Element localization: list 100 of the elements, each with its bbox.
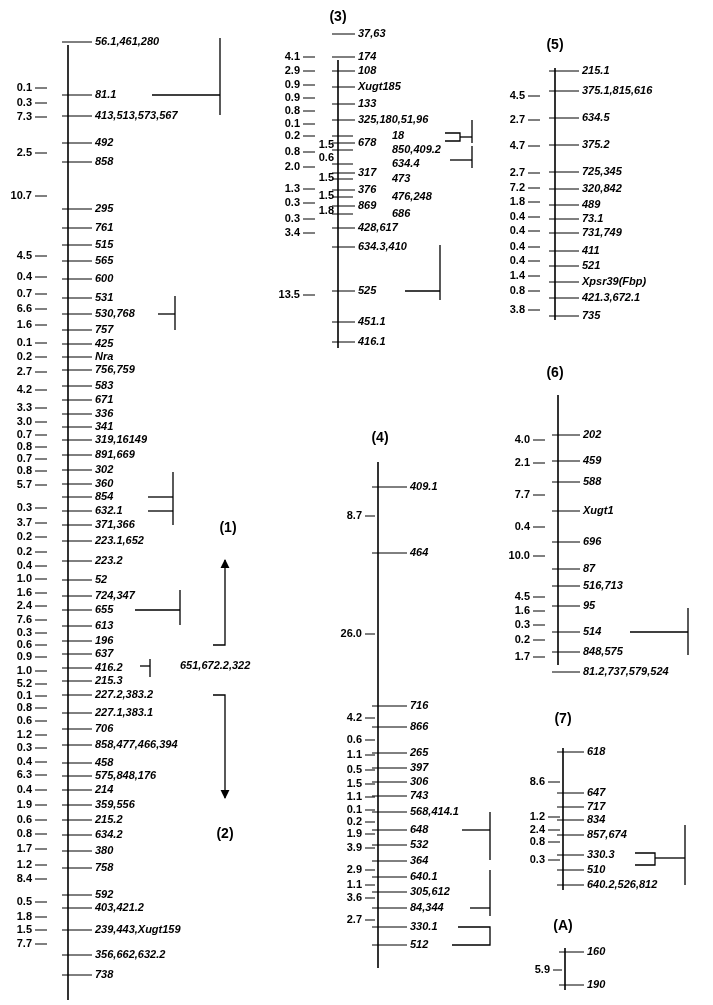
- marker-label: 866: [410, 720, 429, 733]
- distance-label: 0.3: [16, 501, 32, 514]
- marker-label: 409.1: [410, 480, 438, 493]
- distance-label: 0.2: [16, 350, 32, 363]
- distance-label: 7.7: [16, 937, 32, 950]
- distance-label: 3.7: [16, 516, 32, 529]
- distance-label: 0.6: [318, 151, 334, 164]
- marker-label: 227.2,383.2: [95, 688, 154, 701]
- distance-label: 0.9: [284, 91, 300, 104]
- marker-label: Xpsr39(Fbp): [582, 275, 647, 288]
- marker-label: 858,477,466,394: [95, 738, 178, 751]
- distance-label: 0.4: [16, 270, 32, 283]
- marker-label: 588: [583, 475, 602, 488]
- marker-label: 869: [358, 199, 377, 212]
- distance-label: 2.7: [509, 113, 525, 126]
- distance-label: 3.8: [509, 303, 525, 316]
- marker-label: 848,575: [583, 645, 623, 658]
- marker-label: 634.3,410: [358, 240, 407, 253]
- marker-label: 473: [392, 172, 411, 185]
- marker-label: 891,669: [95, 448, 135, 461]
- marker-label: 215.3: [95, 674, 123, 687]
- marker-label: 223.1,652: [95, 534, 144, 547]
- distance-label: 6.3: [16, 768, 32, 781]
- distance-label: 0.8: [284, 104, 300, 117]
- marker-label: 375.1,815,616: [582, 84, 653, 97]
- distance-label: 1.5: [16, 923, 32, 936]
- marker-label: 648: [410, 823, 429, 836]
- distance-label: 4.1: [284, 50, 300, 63]
- distance-label: 7.2: [509, 181, 525, 194]
- marker-label: 428,617: [358, 221, 398, 234]
- distance-label: 1.1: [346, 748, 362, 761]
- distance-label: 4.5: [514, 590, 530, 603]
- distance-label: 8.7: [346, 509, 362, 522]
- marker-label: Xugt1: [583, 504, 614, 517]
- distance-label: 1.5: [318, 171, 334, 184]
- bracket-label: 651,672.2,322: [180, 659, 251, 672]
- distance-label: 0.7: [16, 287, 32, 300]
- marker-label: 756,759: [95, 363, 135, 376]
- distance-label: 1.2: [529, 810, 545, 823]
- distance-label: 3.6: [346, 891, 362, 904]
- marker-label: 356,662,632.2: [95, 948, 166, 961]
- marker-label: 425: [95, 337, 114, 350]
- marker-label: 416.1: [358, 335, 386, 348]
- distance-label: 0.6: [16, 714, 32, 727]
- marker-label: 330.1: [410, 920, 438, 933]
- marker-label: 512: [410, 938, 429, 951]
- marker-label: 317: [358, 166, 377, 179]
- distance-label: 0.2: [284, 129, 300, 142]
- marker-label: 671: [95, 393, 114, 406]
- distance-label: 1.5: [318, 138, 334, 151]
- marker-label: 336: [95, 407, 114, 420]
- chromosome-label: (4): [371, 429, 389, 445]
- distance-label: 0.3: [16, 741, 32, 754]
- marker-label: 403,421.2: [95, 901, 144, 914]
- distance-label: 2.7: [346, 913, 362, 926]
- marker-label: 81.2,737,579,524: [583, 665, 669, 678]
- marker-label: 108: [358, 64, 377, 77]
- distance-label: 0.4: [514, 520, 530, 533]
- distance-label: 0.3: [16, 96, 32, 109]
- distance-label: 0.3: [529, 853, 545, 866]
- marker-label: 632.1: [95, 504, 123, 517]
- marker-label: 160: [587, 945, 606, 958]
- marker-label: 532: [410, 838, 429, 851]
- marker-label: 634.2: [95, 828, 123, 841]
- distance-label: 1.2: [16, 728, 32, 741]
- marker-label: 37,63: [358, 27, 386, 40]
- marker-label: 717: [587, 800, 606, 813]
- marker-label: 227.1,383.1: [95, 706, 154, 719]
- marker-label: 761: [95, 221, 114, 234]
- distance-label: 0.2: [346, 815, 362, 828]
- distance-label: 0.4: [509, 240, 525, 253]
- distance-label: 2.7: [16, 365, 32, 378]
- distance-label: 0.8: [284, 145, 300, 158]
- distance-label: 0.4: [509, 224, 525, 237]
- marker-label: 421.3,672.1: [582, 291, 641, 304]
- distance-label: 5.7: [16, 478, 32, 491]
- distance-label: 1.2: [16, 858, 32, 871]
- distance-label: 8.4: [16, 872, 32, 885]
- marker-label: 371,366: [95, 518, 135, 531]
- marker-label: 306: [410, 775, 429, 788]
- marker-label: 215.2: [95, 813, 123, 826]
- marker-label: 305,612: [410, 885, 450, 898]
- marker-label: 84,344: [410, 901, 444, 914]
- distance-label: 0.6: [346, 733, 362, 746]
- distance-label: 1.5: [346, 777, 362, 790]
- marker-label: 319,16149: [95, 433, 147, 446]
- distance-label: 2.4: [16, 599, 32, 612]
- distance-label: 0.2: [514, 633, 530, 646]
- marker-label: 857,674: [587, 828, 627, 841]
- distance-label: 1.0: [16, 664, 32, 677]
- marker-label: 613: [95, 619, 114, 632]
- distance-label: 0.7: [16, 452, 32, 465]
- marker-label: 18: [392, 129, 405, 142]
- distance-label: 1.1: [346, 790, 362, 803]
- marker-label: 413,513,573,567: [95, 109, 178, 122]
- marker-label: 731,749: [582, 226, 622, 239]
- distance-label: 4.5: [509, 89, 525, 102]
- marker-label: 376: [358, 183, 377, 196]
- distance-label: 0.1: [346, 803, 362, 816]
- distance-label: 0.8: [509, 284, 525, 297]
